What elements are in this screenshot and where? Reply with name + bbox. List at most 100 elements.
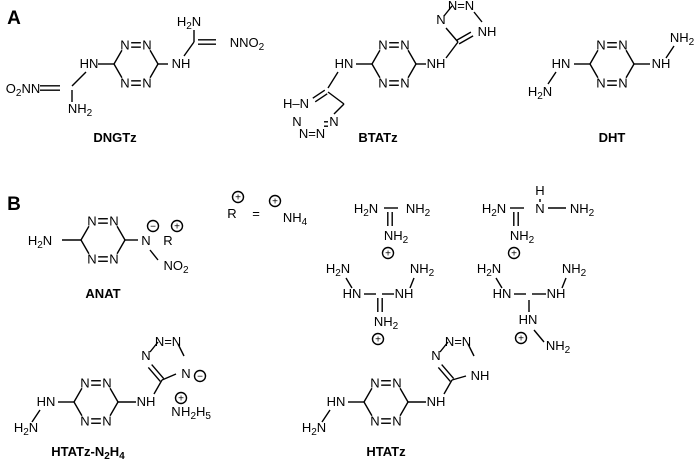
dngtz-ring-n: N — [142, 37, 151, 52]
dht-ring-bond — [625, 63, 635, 79]
btatz-bond — [445, 41, 459, 59]
htatzn-tz-double-bond — [151, 364, 165, 380]
htatzn-ring-n: N — [102, 375, 111, 390]
dag-hn: HN — [343, 286, 362, 301]
anat-name: ANAT — [85, 286, 120, 301]
htatz-tz-bond — [451, 375, 467, 381]
dngtz-nno2: NNO2 — [230, 35, 265, 53]
btatz-tz-nn: N=N — [448, 0, 474, 13]
htatz-nh: NH — [427, 394, 446, 409]
legend-nh4: NH4 — [283, 210, 308, 228]
htatz-ring-bond — [363, 401, 373, 417]
htatzn-ring-bond — [109, 401, 119, 417]
htatzn-ring-n: N — [102, 414, 111, 429]
tag-charge — [514, 331, 528, 345]
anat-ring-bond — [80, 225, 90, 241]
htatz-tz-double-bond — [437, 366, 451, 382]
htatzn-bond — [153, 379, 163, 395]
anat-ring-n: N — [109, 213, 118, 228]
dag-nh2-bottom: NH2 — [374, 314, 399, 332]
htatzn-name: HTATz-N2H4 — [51, 444, 125, 462]
htatz-tz-nh: NH — [471, 368, 490, 383]
btatz-ring-bond — [407, 49, 417, 65]
guan-nh2: NH2 — [406, 201, 431, 219]
dht-bond — [547, 71, 557, 85]
btatz-ring-n: N — [400, 37, 409, 52]
legend-r: R — [227, 206, 236, 221]
dht-ring-bond — [589, 63, 599, 79]
dht-ring-bond — [625, 49, 635, 65]
htatzn-tz-bond — [161, 373, 177, 381]
btatz-hn-left: HN — [335, 56, 354, 71]
htatzn-n2h5-charge-sign: + — [178, 394, 184, 405]
htatzn-tz-n-minus: N — [181, 366, 190, 381]
htatzn-ring-bond — [73, 401, 83, 417]
htatz-ring-n: N — [370, 375, 379, 390]
dht-nh: NH — [652, 56, 671, 71]
tag-nh2-bottom: NH2 — [546, 338, 571, 356]
htatzn-tz-nn: N=N — [155, 334, 181, 349]
dngtz-bond — [183, 41, 195, 57]
dngtz-nh-left: HN — [80, 56, 99, 71]
btatz-tz-nh: H–N — [283, 96, 309, 111]
htatz-tz-double-bond — [441, 364, 455, 380]
legend-r-charge-sign: + — [235, 193, 241, 204]
dngtz-o2nn: O2NN — [6, 81, 40, 99]
htatz-hn: HN — [327, 394, 346, 409]
dag-h2n-left: H2N — [326, 261, 350, 279]
htatz-ring-n: N — [392, 414, 401, 429]
btatz-tz-nn: N=N — [299, 126, 325, 141]
panel-label-a: A — [7, 8, 21, 29]
htatz-ring-bond — [363, 387, 373, 403]
anat-ring-n: N — [109, 252, 118, 267]
dngtz-ring-bond — [149, 49, 159, 65]
anat-minus-charge-sign: − — [150, 222, 156, 233]
btatz-tz-double-bond — [458, 35, 474, 45]
btatz-tz-double-bond — [312, 89, 326, 99]
anat-bond — [149, 249, 159, 261]
btatz-tz-n: N — [292, 114, 301, 129]
htatz-tz-n: N — [431, 348, 440, 363]
dht-ring-n: N — [596, 76, 605, 91]
dngtz-ring-bond — [113, 49, 123, 65]
dngtz-ring-bond — [113, 63, 123, 79]
btatz-tz-bond — [473, 11, 483, 23]
htatzn-n2h5: H2H5 — [181, 404, 211, 422]
dngtz-nh2-left: NH2 — [68, 101, 93, 119]
htatz-name: HTATz — [366, 444, 406, 459]
btatz-tz-bond — [333, 103, 345, 115]
htatz-ring-n: N — [392, 375, 401, 390]
dht-ring-n: N — [618, 76, 627, 91]
htatz-h2n: H2N — [302, 420, 326, 438]
dngtz-ring-n: N — [142, 76, 151, 91]
amg-charge-sign: + — [511, 249, 517, 260]
dngtz-ring-n: N — [120, 37, 129, 52]
htatz-ring-bond — [399, 401, 409, 417]
dag-charge-sign: + — [375, 335, 381, 346]
anat-ring-n: N — [87, 213, 96, 228]
htatz-tz-nn: N=N — [445, 334, 471, 349]
btatz-tz-double-bond — [314, 93, 328, 103]
tag-hn-bottom: HN — [519, 312, 538, 327]
tag-hn: HN — [493, 286, 512, 301]
tag-nh: NH — [547, 286, 566, 301]
dht-ring-bond — [589, 49, 599, 65]
dngtz-bond — [71, 71, 87, 87]
dngtz-ring-bond — [149, 63, 159, 79]
tag-bond — [533, 329, 545, 343]
htatz-bond — [321, 409, 331, 423]
dht-h2n: H2N — [528, 84, 552, 102]
dht-bond — [665, 45, 675, 59]
dngtz-h2n-top: H2N — [177, 14, 201, 32]
anat-ring-bond — [116, 225, 126, 241]
amg-nh2: NH2 — [570, 201, 595, 219]
htatzn-bond — [31, 409, 41, 423]
guan-charge-sign: + — [385, 249, 391, 260]
panel-label-b: B — [7, 194, 21, 215]
dag-nh2-right: NH2 — [410, 261, 435, 279]
anat-h2n: H2N — [28, 233, 52, 251]
htatzn-ring-n: N — [80, 375, 89, 390]
tag-charge-sign: + — [518, 334, 524, 345]
tag-bond — [495, 277, 503, 289]
dngtz-ring-n: N — [120, 76, 129, 91]
